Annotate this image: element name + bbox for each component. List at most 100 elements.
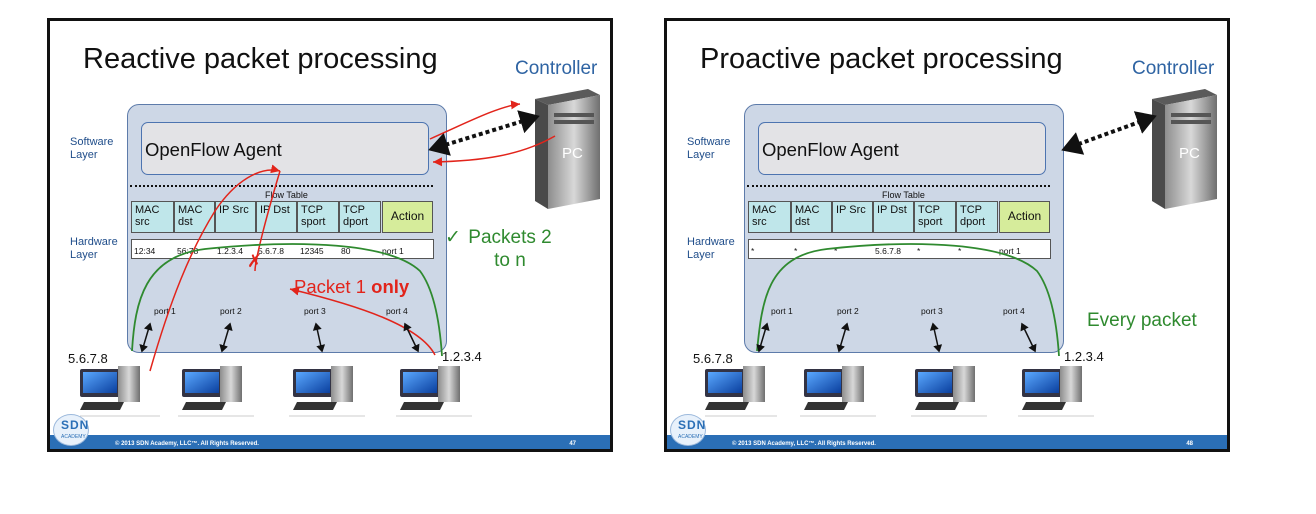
pc-label: PC — [1179, 145, 1200, 162]
entry-action: port 1 — [382, 246, 404, 256]
packet-in-arrow — [429, 100, 521, 140]
host-computer-icon — [178, 366, 254, 417]
entry-mac-dst: 56:78 — [177, 246, 199, 256]
entry-ip-dst: 5.6.7.8 — [258, 246, 284, 256]
entry-tcp-dport: * — [958, 246, 962, 256]
logo-text: SDN — [61, 418, 90, 432]
annotation-packets-2-to-n: Packets 2 to n — [468, 227, 552, 271]
controller-label: Controller — [515, 58, 598, 79]
copyright-text: © 2013 SDN Academy, LLC™. All Rights Res… — [115, 441, 259, 447]
host-left-ip: 5.6.7.8 — [693, 351, 733, 366]
reactive-overlay: PC ✗ — [80, 89, 600, 417]
entry-action: port 1 — [999, 246, 1021, 256]
link-host-1 — [756, 322, 770, 353]
entry-tcp-dport: 80 — [341, 246, 351, 256]
sdn-academy-logo: SDN ACADEMY — [670, 414, 706, 446]
hardware-layer-label: Hardware Layer — [687, 236, 735, 261]
port-1-label: port 1 — [771, 306, 793, 316]
host-right-ip: 1.2.3.4 — [1064, 349, 1104, 364]
flow-table-label: Flow Table — [265, 190, 308, 200]
port-1-label: port 1 — [154, 306, 176, 316]
column-tcp-dport: TCP dport — [339, 201, 381, 233]
annotation-packet-1: Packet 1 — [294, 276, 372, 297]
copyright-text: © 2013 SDN Academy, LLC™. All Rights Res… — [732, 441, 876, 447]
hardware-layer-label: Hardware Layer — [70, 236, 118, 261]
blocked-x-icon: ✗ — [247, 251, 262, 271]
host-computer-icon — [911, 366, 987, 417]
port-4-label: port 4 — [1003, 306, 1025, 316]
port-2-label: port 2 — [837, 306, 859, 316]
flow-entry-row — [131, 239, 434, 259]
entry-mac-src: * — [751, 246, 755, 256]
host-right-ip: 1.2.3.4 — [442, 349, 482, 364]
host-computer-icon — [80, 366, 160, 417]
openflow-agent-label: OpenFlow Agent — [145, 139, 282, 160]
packet-1-up-path — [149, 164, 281, 372]
column-ip-src: IP Src — [215, 201, 256, 233]
footer-bar: © 2013 SDN Academy, LLC™. All Rights Res… — [667, 435, 1227, 449]
host-computer-icon — [705, 366, 777, 417]
openflow-agent-box — [141, 122, 429, 175]
port-3-label: port 3 — [304, 306, 326, 316]
column-tcp-sport: TCP sport — [297, 201, 339, 233]
column-ip-dst: IP Dst — [256, 201, 297, 233]
proactive-overlay: PC — [705, 89, 1217, 417]
logo-subtext: ACADEMY — [61, 434, 86, 440]
slide-proactive: Proactive packet processing Controller S… — [664, 18, 1230, 452]
sdn-academy-logo: SDN ACADEMY — [53, 414, 89, 446]
every-packet-path — [756, 243, 1060, 357]
column-mac-dst: MAC dst — [791, 201, 832, 233]
server-icon: PC — [535, 89, 600, 209]
link-host-4 — [1020, 322, 1037, 353]
annotation-every-packet: Every packet — [1087, 310, 1197, 331]
column-tcp-sport: TCP sport — [914, 201, 956, 233]
openflow-agent-box — [758, 122, 1046, 175]
control-channel — [428, 110, 540, 156]
port-3-label: port 3 — [921, 306, 943, 316]
entry-mac-src: 12:34 — [134, 246, 156, 256]
port-2-label: port 2 — [220, 306, 242, 316]
entry-mac-dst: * — [794, 246, 798, 256]
annotation-packet-1-only: Packet 1 only — [294, 276, 409, 298]
page-number: 48 — [1186, 441, 1193, 447]
column-ip-src: IP Src — [832, 201, 873, 233]
host-computer-icon — [289, 366, 365, 417]
controller-label: Controller — [1132, 58, 1215, 79]
host-computer-icon — [396, 366, 472, 417]
entry-tcp-sport: 12345 — [300, 246, 324, 256]
flow-mod-arrow — [432, 135, 556, 167]
column-mac-dst: MAC dst — [174, 201, 215, 233]
column-ip-dst: IP Dst — [873, 201, 914, 233]
column-tcp-dport: TCP dport — [956, 201, 998, 233]
column-action: Action — [999, 201, 1050, 233]
column-mac-src: MAC src — [131, 201, 174, 233]
link-host-1 — [139, 322, 153, 353]
entry-ip-dst: 5.6.7.8 — [875, 246, 901, 256]
footer-bar: © 2013 SDN Academy, LLC™. All Rights Res… — [50, 435, 610, 449]
host-computer-icon — [1018, 366, 1094, 417]
column-mac-src: MAC src — [748, 201, 791, 233]
logo-subtext: ACADEMY — [678, 434, 703, 440]
control-channel — [1061, 111, 1157, 155]
packets-2-to-n-path — [131, 243, 443, 357]
link-host-3 — [312, 322, 326, 353]
packet-1-from-host — [289, 286, 436, 356]
logo-text: SDN — [678, 418, 707, 432]
entry-ip-src: 1.2.3.4 — [217, 246, 243, 256]
link-host-4 — [403, 322, 420, 353]
checkmark-icon: ✓ — [445, 227, 461, 248]
pc-label: PC — [562, 145, 583, 162]
flow-table-label: Flow Table — [882, 190, 925, 200]
software-layer-label: Software Layer — [687, 136, 731, 161]
host-computer-icon — [800, 366, 876, 417]
link-host-2 — [219, 322, 233, 353]
annotation-only: only — [371, 276, 410, 297]
column-action: Action — [382, 201, 433, 233]
server-icon: PC — [1152, 89, 1217, 209]
layer-divider — [747, 185, 1050, 187]
slide-title: Proactive packet processing — [700, 43, 1063, 75]
host-left-ip: 5.6.7.8 — [68, 351, 108, 366]
layer-divider — [130, 185, 433, 187]
port-4-label: port 4 — [386, 306, 408, 316]
packet-1-blocked-path — [254, 170, 281, 272]
